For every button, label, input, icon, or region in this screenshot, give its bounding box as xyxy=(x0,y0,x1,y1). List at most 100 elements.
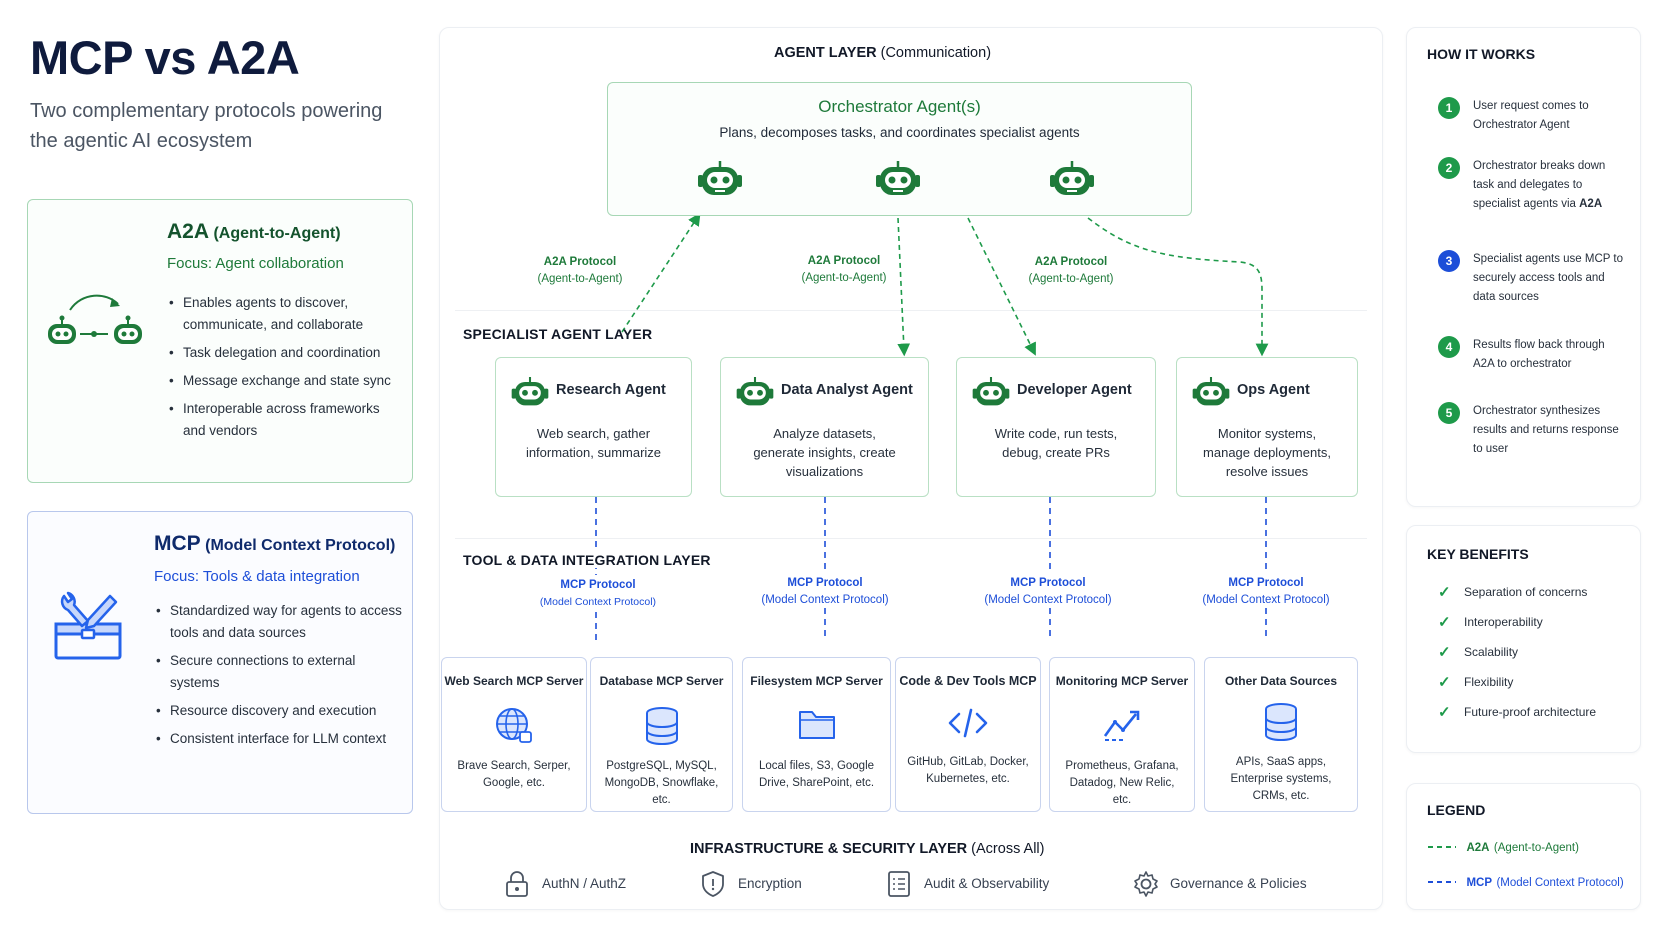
legend-mcp-name: MCP xyxy=(1466,877,1493,889)
a2a-focus-label: Focus: xyxy=(167,255,213,272)
a2a-name: A2A xyxy=(167,220,210,243)
robot-icon xyxy=(735,374,775,415)
a2a-arrow xyxy=(897,217,911,357)
a2a-paren: (Agent-to-Agent) xyxy=(213,225,341,242)
step-text-bold: A2A xyxy=(1579,198,1603,210)
subtitle-line-1: Two complementary protocols powering xyxy=(30,100,383,122)
server-card-filesystem: Filesystem MCP Server Local files, S3, G… xyxy=(742,657,891,812)
a2a-bullet: Interoperable across frameworks and vend… xyxy=(167,398,403,442)
check-icon: ✓ xyxy=(1438,584,1451,601)
mcp-protocol-label: MCP Protocol (Model Context Protocol) xyxy=(1196,575,1336,609)
database-icon xyxy=(644,706,680,751)
robot-icon xyxy=(874,159,922,204)
page-subtitle: Two complementary protocols powering the… xyxy=(30,96,382,156)
step-text: Results flow back through A2A to orchest… xyxy=(1473,339,1605,370)
step-text-main: Orchestrator breaks down task and delega… xyxy=(1473,160,1606,210)
chart-line-icon xyxy=(1102,706,1142,747)
benefit-label: Flexibility xyxy=(1464,675,1514,689)
agent-name: Data Analyst Agent xyxy=(781,382,913,398)
benefit-label: Interoperability xyxy=(1464,615,1543,629)
a2a-card-title: A2A (Agent-to-Agent) xyxy=(167,220,341,244)
check-icon: ✓ xyxy=(1438,614,1451,631)
mcp-bullet: Resource discovery and execution xyxy=(154,700,404,722)
benefit-label: Future-proof architecture xyxy=(1464,705,1597,719)
benefit-label: Scalability xyxy=(1464,645,1519,659)
step-text: User request comes to Orchestrator Agent xyxy=(1473,100,1589,131)
agent-desc: Write code, run tests, debug, create PRs xyxy=(994,426,1118,460)
orchestrator-title: Orchestrator Agent(s) xyxy=(818,97,981,116)
a2a-collab-icon xyxy=(42,290,150,355)
toolbox-icon xyxy=(52,590,124,667)
legend-mcp-swatch xyxy=(1428,880,1456,883)
layer-divider xyxy=(455,310,1367,311)
a2a-bullet-list: Enables agents to discover, communicate,… xyxy=(167,292,403,448)
key-benefits-panel xyxy=(1406,525,1641,753)
legend-a2a-swatch xyxy=(1428,845,1456,848)
lock-icon xyxy=(504,870,530,901)
step-text: Specialist agents use MCP to securely ac… xyxy=(1473,253,1624,303)
globe-icon xyxy=(494,706,534,751)
server-desc: Local files, S3, Google Drive, SharePoin… xyxy=(758,760,875,789)
legend-mcp-paren: (Model Context Protocol) xyxy=(1496,877,1624,889)
step-text: Orchestrator synthesizes results and ret… xyxy=(1473,405,1619,455)
mcp-bullet-list: Standardized way for agents to access to… xyxy=(154,600,404,756)
a2a-arrow xyxy=(967,217,1036,356)
subtitle-line-2: the agentic AI ecosystem xyxy=(30,130,253,152)
a2a-bullet: Enables agents to discover, communicate,… xyxy=(167,292,403,336)
shield-icon xyxy=(700,870,726,901)
legend-panel xyxy=(1406,783,1641,910)
agent-layer-label: AGENT LAYER xyxy=(774,45,877,61)
mcp-protocol-title: MCP Protocol xyxy=(1010,577,1086,589)
server-name: Web Search MCP Server xyxy=(444,674,584,688)
a2a-focus-value: Agent collaboration xyxy=(215,255,344,272)
legend-item-mcp: MCP (Model Context Protocol) xyxy=(1428,873,1624,891)
orchestrator-card: Orchestrator Agent(s) Plans, decomposes … xyxy=(607,82,1192,216)
agent-desc: Monitor systems, manage deployments, res… xyxy=(1203,426,1331,479)
robot-icon xyxy=(1191,374,1231,415)
mcp-protocol-title: MCP Protocol xyxy=(1228,577,1304,589)
server-name: Database MCP Server xyxy=(599,674,724,688)
mcp-focus-label: Focus: xyxy=(154,568,200,585)
server-desc: GitHub, GitLab, Docker, Kubernetes, etc. xyxy=(907,756,1029,785)
legend-a2a-name: A2A xyxy=(1466,842,1490,854)
legend-title: LEGEND xyxy=(1427,802,1486,818)
agent-desc: Analyze datasets, generate insights, cre… xyxy=(753,426,896,479)
agent-name: Ops Agent xyxy=(1237,382,1310,398)
infra-layer-label: INFRASTRUCTURE & SECURITY LAYER xyxy=(690,841,968,857)
legend-item-a2a: A2A (Agent-to-Agent) xyxy=(1428,838,1579,856)
infra-layer-title: INFRASTRUCTURE & SECURITY LAYER (Across … xyxy=(690,841,1045,857)
mcp-card: MCP (Model Context Protocol) Focus: Tool… xyxy=(27,511,413,814)
server-card-code-dev-tools: Code & Dev Tools MCP GitHub, GitLab, Doc… xyxy=(895,657,1041,812)
a2a-focus: Focus: Agent collaboration xyxy=(167,255,344,272)
step-number: 4 xyxy=(1438,336,1460,358)
robot-icon xyxy=(510,374,550,415)
agent-name: Research Agent xyxy=(556,382,666,398)
step-number: 3 xyxy=(1438,250,1460,272)
agent-card-developer: Developer Agent Write code, run tests, d… xyxy=(956,357,1156,497)
infra-item-label: AuthN / AuthZ xyxy=(542,876,627,891)
server-desc: Prometheus, Grafana, Datadog, New Relic,… xyxy=(1065,760,1179,806)
a2a-protocol-label: A2A Protocol (Agent-to-Agent) xyxy=(524,254,636,288)
benefit-label: Separation of concerns xyxy=(1464,585,1588,599)
mcp-protocol-sub: (Model Context Protocol) xyxy=(761,594,889,606)
server-desc: Brave Search, Serper, Google, etc. xyxy=(457,760,571,789)
mcp-protocol-label: MCP Protocol (Model Context Protocol) xyxy=(978,575,1118,609)
mcp-bullet: Consistent interface for LLM context xyxy=(154,728,404,750)
a2a-protocol-sub: (Agent-to-Agent) xyxy=(1028,273,1114,285)
a2a-card: A2A (Agent-to-Agent) Focus: Agent collab… xyxy=(27,199,413,483)
server-card-other-data-sources: Other Data Sources APIs, SaaS apps, Ente… xyxy=(1204,657,1358,812)
mcp-protocol-label: MCP Protocol (Model Context Protocol) xyxy=(530,577,666,611)
a2a-protocol-title: A2A Protocol xyxy=(1034,256,1108,268)
infra-item-label: Encryption xyxy=(738,876,802,891)
server-card-web-search: Web Search MCP Server Brave Search, Serp… xyxy=(441,657,587,812)
a2a-arrow xyxy=(1087,217,1269,357)
server-name: Monitoring MCP Server xyxy=(1055,674,1189,688)
tool-layer-title: TOOL & DATA INTEGRATION LAYER xyxy=(463,552,715,568)
orchestrator-desc: Plans, decomposes tasks, and coordinates… xyxy=(719,125,1080,140)
specialist-layer-title: SPECIALIST AGENT LAYER xyxy=(463,326,653,342)
step-number: 5 xyxy=(1438,402,1460,424)
legend-a2a-paren: (Agent-to-Agent) xyxy=(1493,842,1579,854)
check-icon: ✓ xyxy=(1438,674,1451,691)
document-icon xyxy=(886,870,912,901)
